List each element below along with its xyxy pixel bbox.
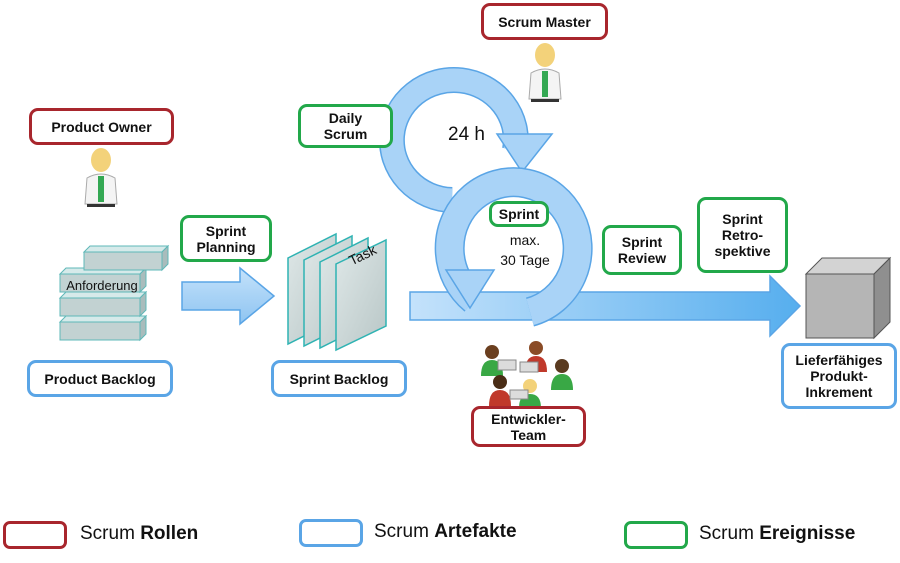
daily-cycle-arrow-icon [378, 67, 554, 213]
product-owner-person-icon [84, 148, 118, 207]
product-backlog-stack-icon [58, 244, 170, 342]
scrum-master-person-icon [528, 43, 562, 102]
legend-artifacts-swatch [299, 519, 363, 547]
sprint-length-label: max. 30 Tage [500, 232, 550, 268]
team-icon [481, 341, 573, 408]
product-owner-box: Product Owner [29, 108, 174, 145]
sprint-backlog-box: Sprint Backlog [271, 360, 407, 397]
legend-events-text: Scrum Ereignisse [699, 523, 856, 544]
planning-arrow-icon [181, 266, 276, 326]
requirement-label: Anforderung [66, 278, 138, 293]
hours-label: 24 h [448, 124, 485, 145]
increment-cube-icon [804, 256, 892, 340]
sprint-cycle-arrow-icon [434, 167, 593, 327]
legend-roles-swatch [3, 521, 67, 549]
legend-roles-text: Scrum Rollen [80, 523, 199, 544]
increment-box: Lieferfähiges Produkt- Inkrement [781, 343, 897, 409]
sprint-planning-box: Sprint Planning [180, 215, 272, 262]
sprint-box: Sprint [489, 201, 549, 227]
sprint-retro-box: Sprint Retro- spektive [697, 197, 788, 273]
sprint-backlog-pages-icon [287, 232, 387, 352]
daily-scrum-box: Daily Scrum [298, 104, 393, 148]
legend-events-swatch [624, 521, 688, 549]
scrum-master-box: Scrum Master [481, 3, 608, 40]
delivery-arrow-icon [409, 274, 802, 338]
legend-artifacts-text: Scrum Artefakte [374, 521, 517, 542]
product-backlog-box: Product Backlog [27, 360, 173, 397]
dev-team-box: Entwickler- Team [471, 406, 586, 447]
sprint-review-box: Sprint Review [602, 225, 682, 275]
